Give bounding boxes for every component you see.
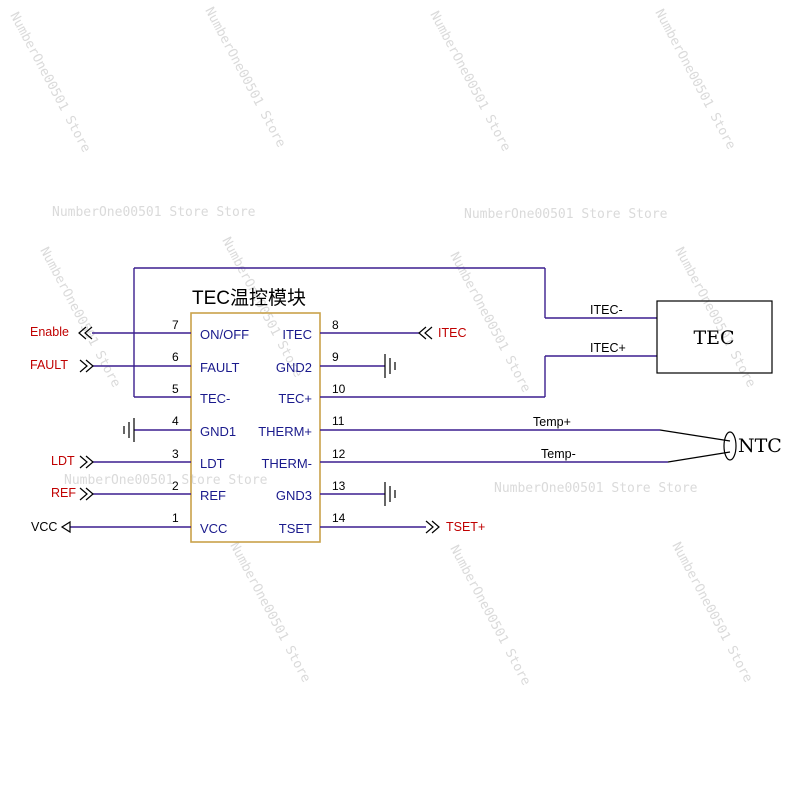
ground-symbols bbox=[123, 354, 396, 506]
pin-label-therm-plus: THERM+ bbox=[258, 424, 312, 439]
tec-box bbox=[656, 300, 773, 374]
pin-number: 8 bbox=[332, 318, 339, 332]
signal-label-temp-minus: Temp- bbox=[541, 447, 576, 461]
pin-label-gnd2: GND2 bbox=[276, 360, 312, 375]
pin-number: 5 bbox=[172, 382, 179, 396]
module-title: TEC温控模块 bbox=[192, 287, 306, 309]
pin-label-vcc: VCC bbox=[200, 521, 227, 536]
pin-number: 6 bbox=[172, 350, 179, 364]
pin-label-tset: TSET bbox=[279, 521, 312, 536]
watermark-layer: NumberOne00501 Store Store NumberOne0050… bbox=[6, 5, 758, 688]
pin-number: 2 bbox=[172, 479, 179, 493]
pin-number: 14 bbox=[332, 511, 346, 525]
signal-label-itec-plus: ITEC+ bbox=[590, 341, 626, 355]
watermark-text: NumberOne00501 Store bbox=[226, 540, 313, 685]
signal-label-itec: ITEC bbox=[438, 326, 466, 340]
pin-label-fault: FAULT bbox=[200, 360, 240, 375]
connector-arrow-icon bbox=[78, 326, 93, 340]
pin-label-ldt: LDT bbox=[200, 456, 225, 471]
ntc-label: NTC bbox=[738, 435, 782, 457]
ground-icon bbox=[123, 418, 135, 442]
ntc-component: NTC bbox=[659, 429, 782, 463]
left-signal-labels: Enable FAULT LDT REF VCC bbox=[30, 325, 76, 534]
pin-number: 10 bbox=[332, 382, 346, 396]
signal-label-itec-minus: ITEC- bbox=[590, 303, 623, 317]
signal-label-fault: FAULT bbox=[30, 358, 68, 372]
signal-label-enable: Enable bbox=[30, 325, 69, 339]
signal-label-tset: TSET+ bbox=[446, 520, 485, 534]
left-pin-names: ON/OFF FAULT TEC- GND1 LDT REF VCC bbox=[200, 327, 249, 536]
watermark-text: NumberOne00501 Store Store bbox=[52, 205, 256, 220]
left-connector-symbols bbox=[60, 326, 94, 534]
pin-number: 13 bbox=[332, 479, 346, 493]
pin-number: 1 bbox=[172, 511, 179, 525]
watermark-text: NumberOne00501 Store bbox=[6, 10, 93, 155]
connector-arrow-icon bbox=[418, 326, 433, 340]
ground-icon bbox=[384, 482, 396, 506]
tec-component: TEC bbox=[656, 300, 773, 374]
signal-label-ref: REF bbox=[51, 486, 76, 500]
watermark-text: NumberOne00501 Store bbox=[651, 7, 738, 152]
watermark-text: NumberOne00501 Store bbox=[201, 5, 288, 150]
watermark-text: NumberOne00501 Store Store bbox=[464, 207, 668, 222]
ntc-lead bbox=[667, 451, 731, 463]
pin-label-on-off: ON/OFF bbox=[200, 327, 249, 342]
ntc-lead bbox=[659, 429, 731, 442]
connector-arrow-icon bbox=[79, 455, 94, 469]
pin-label-gnd1: GND1 bbox=[200, 424, 236, 439]
watermark-text: NumberOne00501 Store bbox=[446, 250, 533, 395]
pin-number: 7 bbox=[172, 318, 179, 332]
watermark-text: NumberOne00501 Store bbox=[668, 540, 755, 685]
pin-label-itec: ITEC bbox=[282, 327, 312, 342]
ntc-bulb bbox=[723, 431, 737, 461]
left-pin-numbers: 7 6 5 4 3 2 1 bbox=[172, 318, 179, 525]
pin-number: 12 bbox=[332, 447, 346, 461]
watermark-text: NumberOne00501 Store Store bbox=[494, 481, 698, 496]
left-wires bbox=[70, 267, 657, 528]
connector-arrow-icon bbox=[425, 520, 440, 534]
signal-label-ldt: LDT bbox=[51, 454, 75, 468]
pin-number: 4 bbox=[172, 414, 179, 428]
connector-arrow-icon bbox=[79, 487, 94, 501]
watermark-text: NumberOne00501 Store Store bbox=[64, 473, 268, 488]
pin-number: 3 bbox=[172, 447, 179, 461]
pin-label-ref: REF bbox=[200, 488, 226, 503]
watermark-text: NumberOne00501 Store bbox=[671, 245, 758, 390]
right-pin-names: ITEC GND2 TEC+ THERM+ THERM- GND3 TSET bbox=[258, 327, 312, 536]
right-connector-symbols bbox=[418, 326, 440, 534]
vcc-arrow-icon bbox=[60, 520, 71, 534]
ground-icon bbox=[384, 354, 396, 378]
module-box bbox=[190, 312, 321, 543]
watermark-text: NumberOne00501 Store bbox=[446, 543, 533, 688]
signal-label-vcc: VCC bbox=[31, 520, 57, 534]
tec-label: TEC bbox=[693, 327, 734, 349]
right-wires bbox=[320, 332, 668, 528]
watermark-text: NumberOne00501 Store bbox=[426, 9, 513, 154]
pin-label-therm-minus: THERM- bbox=[261, 456, 312, 471]
pin-number: 9 bbox=[332, 350, 339, 364]
pin-label-gnd3: GND3 bbox=[276, 488, 312, 503]
pin-label-tec-plus: TEC+ bbox=[278, 391, 312, 406]
right-signal-labels: ITEC TSET+ ITEC- ITEC+ Temp+ Temp- bbox=[438, 303, 626, 534]
connector-arrow-icon bbox=[79, 359, 94, 373]
pin-label-tec-minus: TEC- bbox=[200, 391, 230, 406]
signal-label-temp-plus: Temp+ bbox=[533, 415, 571, 429]
pin-number: 11 bbox=[332, 414, 345, 428]
right-pin-numbers: 8 9 10 11 12 13 14 bbox=[332, 318, 346, 525]
